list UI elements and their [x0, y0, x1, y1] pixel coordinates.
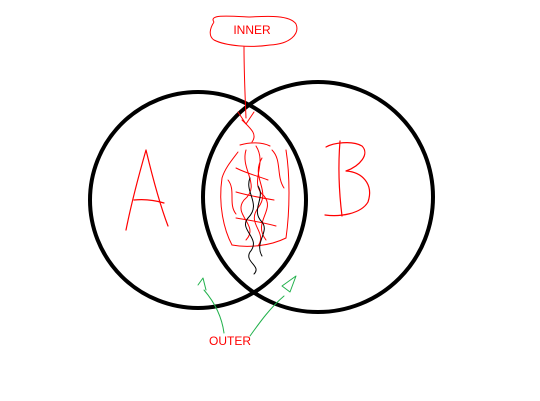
set-b-circle: [201, 80, 435, 314]
set-b-letter: [324, 140, 371, 217]
outer-label: OUTER: [209, 334, 251, 348]
inner-label: INNER: [233, 23, 271, 37]
inner-label-bubble: [209, 15, 298, 47]
intersection-scribble-dark: [245, 177, 265, 275]
set-a-circle: [88, 90, 308, 310]
set-a-letter: [125, 149, 169, 231]
intersection-scribble: [220, 119, 290, 247]
outer-arrow-right: [249, 275, 297, 337]
outer-arrow-left: [197, 277, 225, 334]
inner-arrow: [237, 46, 255, 125]
